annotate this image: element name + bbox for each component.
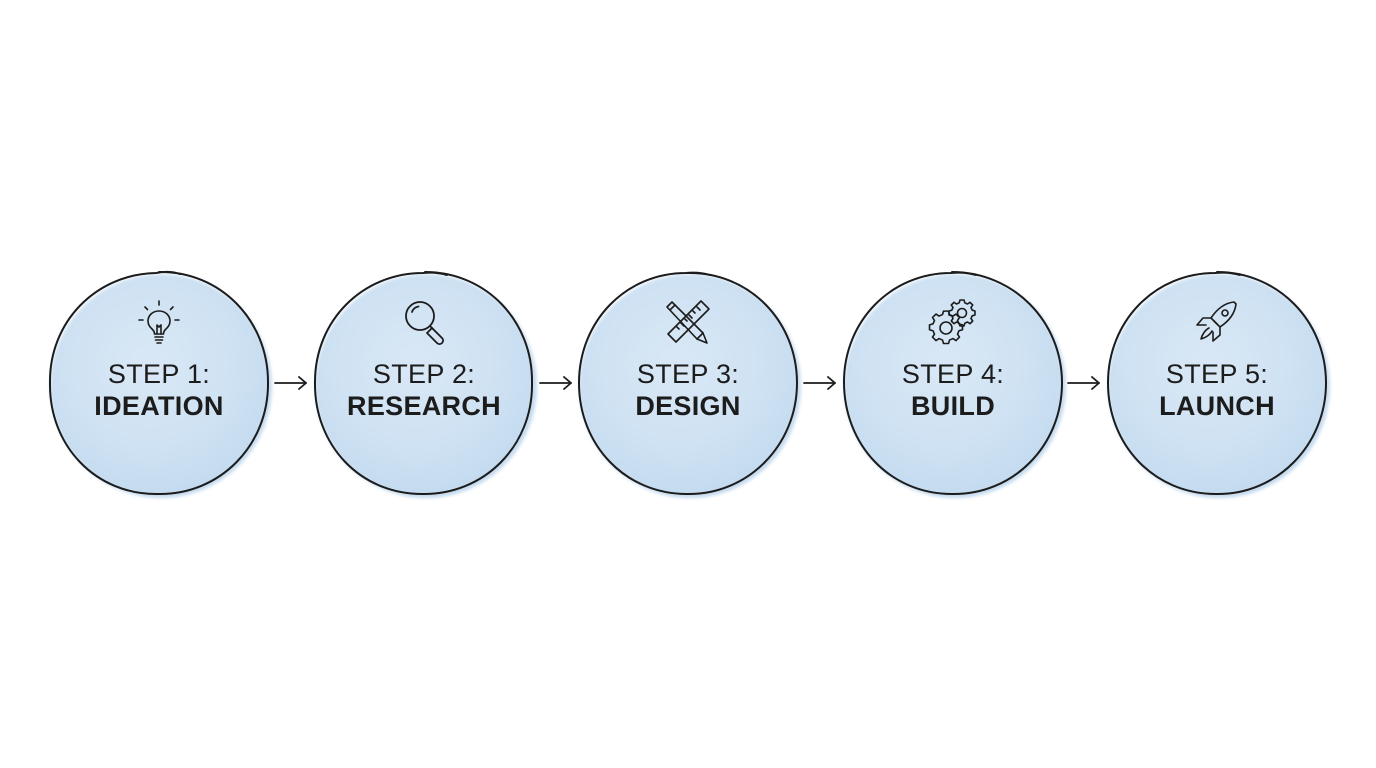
arrow-right-icon [274,376,307,390]
step-number-label: STEP 1: [107,359,211,389]
pencil-ruler-icon [666,300,710,344]
step-5-circle: STEP 5: LAUNCH [1106,270,1330,498]
step-title: RESEARCH [347,391,501,421]
step-circle-outline [577,271,799,496]
arrow-right-icon [803,376,836,390]
step-circle-outline [1106,271,1328,496]
rocket-icon [1196,301,1237,342]
arrow-right-icon [539,376,572,390]
magnifying-glass-icon [405,301,445,346]
step-title: LAUNCH [1159,391,1275,421]
step-title: DESIGN [635,391,741,421]
step-4-circle: STEP 4: BUILD [842,270,1066,498]
gears-icon [928,299,976,345]
step-circle-outline [313,271,534,496]
step-number-label: STEP 3: [636,359,740,389]
step-circle-outline [48,270,270,496]
step-2-circle: STEP 2: RESEARCH [313,270,537,498]
step-circle-outline [842,271,1064,496]
step-number-label: STEP 2: [372,359,476,389]
step-number-label: STEP 5: [1165,359,1269,389]
lightbulb-icon [138,300,180,344]
step-title: IDEATION [94,391,224,421]
step-1-circle: STEP 1: IDEATION [48,270,272,498]
step-number-label: STEP 4: [901,359,1005,389]
step-title: BUILD [911,391,995,421]
arrow-right-icon [1067,376,1100,390]
step-3-circle: STEP 3: DESIGN [577,270,801,498]
